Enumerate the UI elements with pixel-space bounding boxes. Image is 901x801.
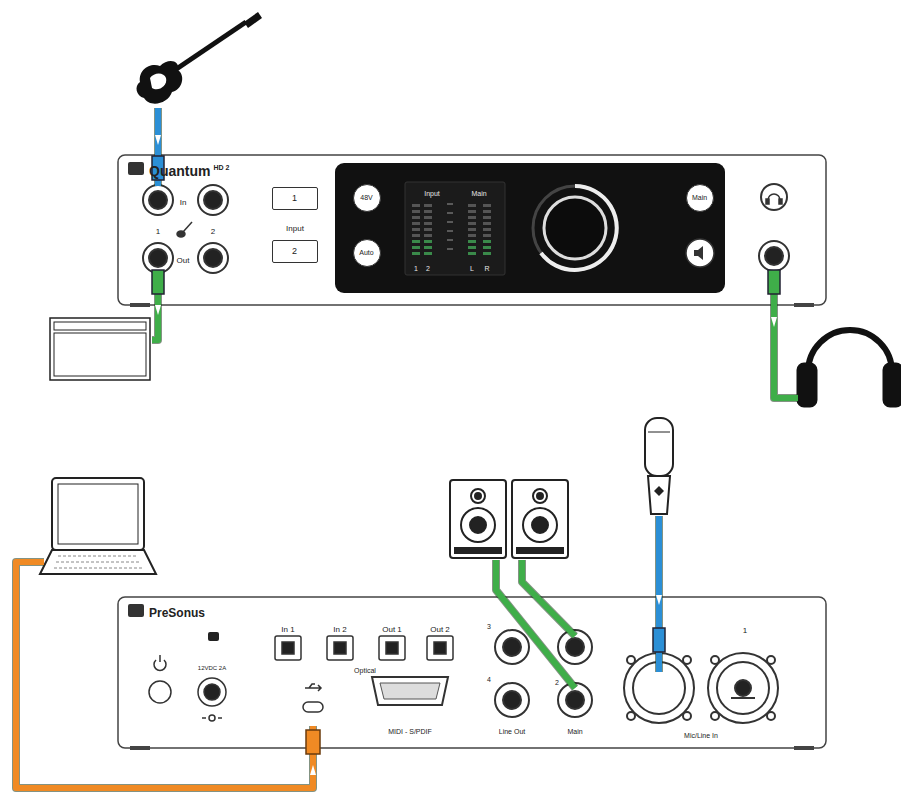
port-group-label: Line Out <box>498 728 526 735</box>
meter-channel: R <box>483 265 490 272</box>
channel-number: 2 <box>554 679 560 686</box>
front-panel <box>118 155 826 305</box>
meter-channel: 2 <box>425 265 431 272</box>
jack-label: In <box>179 198 188 207</box>
channel-number: 2 <box>210 227 216 236</box>
port-group-label: Mic/Line In <box>683 732 719 739</box>
power-rating: 12VDC 2A <box>197 665 227 671</box>
instrument-icon <box>177 222 192 237</box>
button-label: 2 <box>292 246 297 256</box>
control-panel <box>335 163 725 293</box>
front-panel-logo: QuantumHD 21248VAutoMain <box>118 155 826 305</box>
headphone-icon <box>766 194 782 204</box>
button-label: Auto <box>359 249 373 256</box>
brand-name: PreSonus <box>149 606 205 620</box>
laptop <box>40 478 156 574</box>
jack-label: Out <box>176 256 191 265</box>
button-label: 1 <box>292 193 297 203</box>
meter-channel: 1 <box>413 265 419 272</box>
phantom-button: 48V <box>353 184 381 212</box>
channel-number: 4 <box>486 676 492 683</box>
port-label: MIDI - S/PDIF <box>387 728 433 735</box>
port-label: In 1 <box>280 625 295 634</box>
midi-spdif-port <box>372 677 448 705</box>
auto-button: Auto <box>353 239 381 267</box>
model-badge: HD 2 <box>213 164 229 171</box>
button-group-label: Input <box>285 224 305 233</box>
lock-slot <box>208 632 219 641</box>
brand-icon <box>128 604 144 617</box>
dc-jack <box>198 678 226 721</box>
bass-guitar <box>137 12 262 104</box>
channel-number: 3 <box>486 623 492 630</box>
button-label: Main <box>692 194 707 201</box>
microphone <box>645 418 673 514</box>
port-label: Out 2 <box>429 625 451 634</box>
usb-port <box>303 684 323 712</box>
input-button: 2 <box>272 240 318 263</box>
meter-heading: Main <box>470 190 487 197</box>
studio-monitors <box>450 480 568 558</box>
port-label: In 2 <box>332 625 347 634</box>
headphones <box>798 330 901 406</box>
port-group-label: Optical <box>353 667 377 674</box>
main-button: Main <box>686 184 714 212</box>
button-label: 48V <box>360 194 372 201</box>
meter-channel: L <box>469 265 475 272</box>
meter-bars <box>412 204 491 255</box>
cables <box>16 108 798 788</box>
port-group-label: Main <box>566 728 583 735</box>
rear-panel <box>118 597 826 748</box>
meter-screen <box>405 182 505 275</box>
volume-knob <box>533 186 617 270</box>
combo-inputs <box>624 653 778 723</box>
brand-name: Quantum <box>149 163 210 179</box>
mute-icon <box>686 239 714 267</box>
rear-panel-logo: PreSonus <box>118 597 826 748</box>
channel-number: 1 <box>155 227 161 236</box>
input-button: 1 <box>272 187 318 210</box>
brand-icon <box>128 162 144 175</box>
optical-ports <box>275 636 453 660</box>
meter-heading: Input <box>423 190 441 197</box>
channel-number: 1 <box>742 626 748 635</box>
power-switch <box>149 655 171 703</box>
guitar-amp <box>50 318 150 380</box>
port-label: Out 1 <box>381 625 403 634</box>
